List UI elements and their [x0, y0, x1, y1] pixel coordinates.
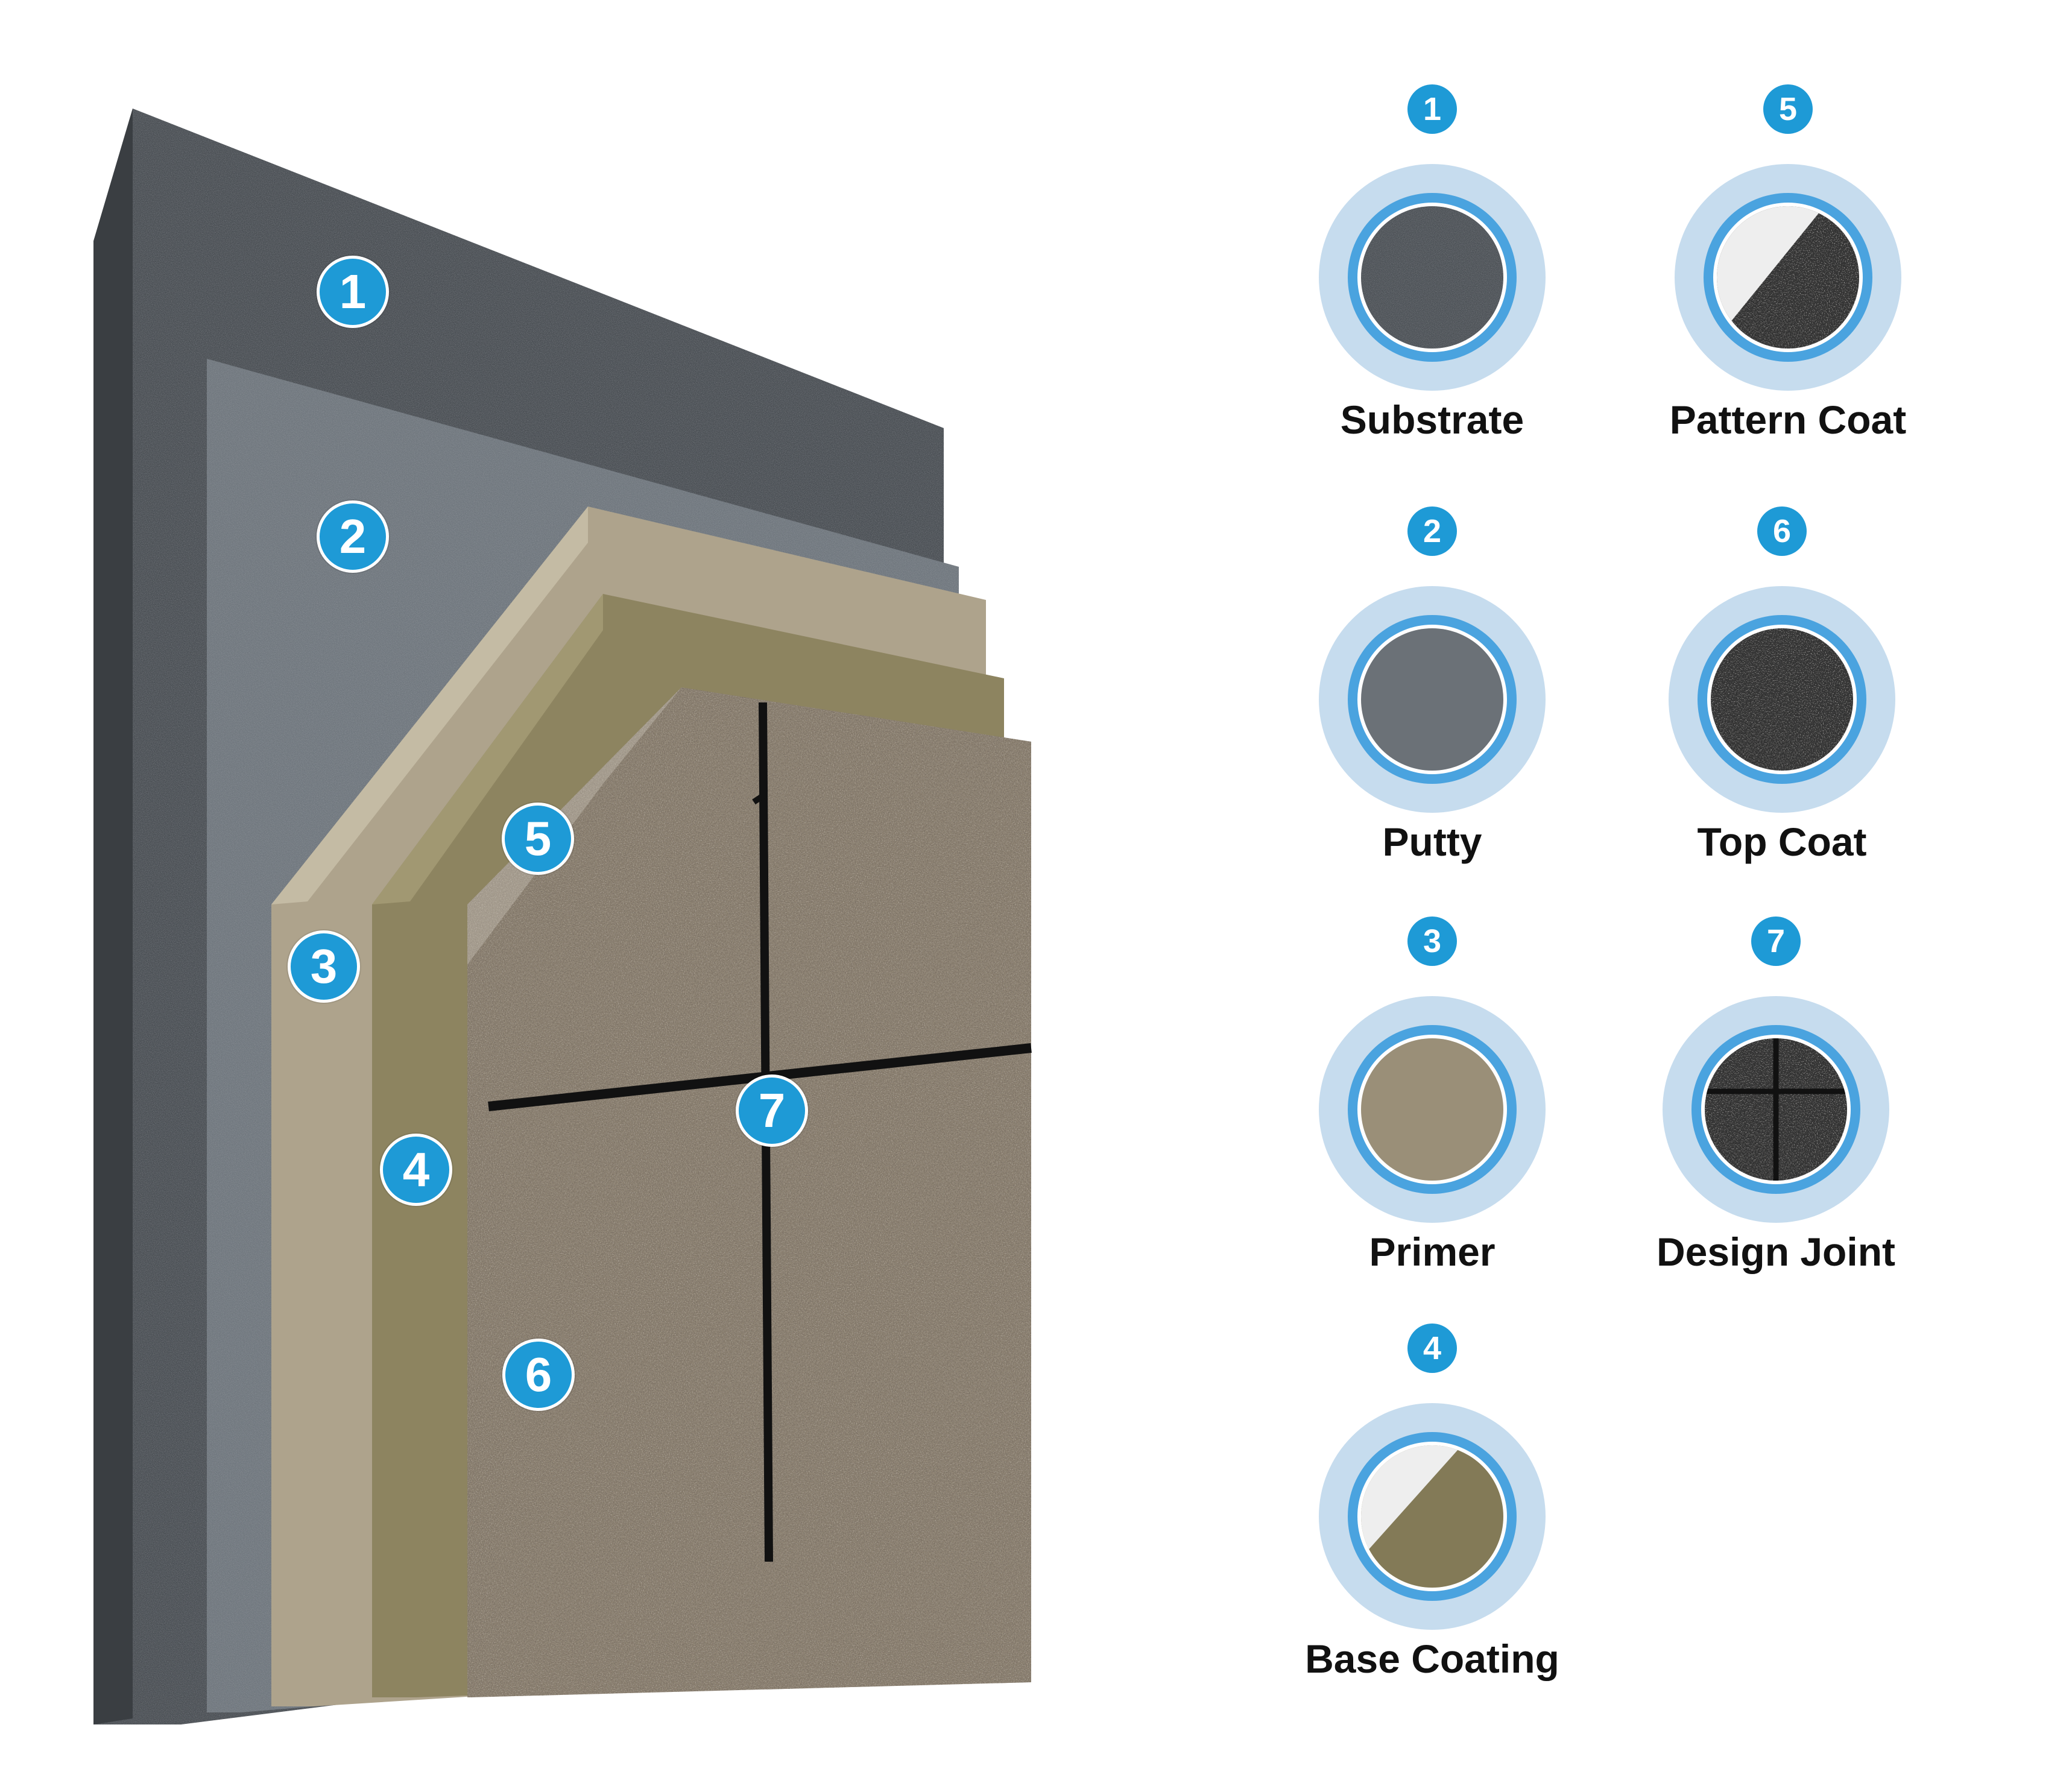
- legend-item-primer: 3 Primer: [1215, 917, 1649, 1290]
- legend-number: 1: [1407, 84, 1457, 134]
- base-coating-swatch-icon: [1319, 1403, 1546, 1630]
- legend-number: 4: [1407, 1324, 1457, 1373]
- legend-label: Primer: [1369, 1229, 1496, 1274]
- legend-item-substrate: 1 Substrate: [1215, 84, 1649, 458]
- legend-label: Substrate: [1340, 397, 1524, 442]
- legend-item-putty: 2 Putty: [1215, 506, 1649, 880]
- legend-label: Pattern Coat: [1669, 397, 1907, 442]
- layer-stone-top-coat: [467, 687, 1031, 1697]
- badge-3-primer: 3: [288, 930, 360, 1003]
- badge-1-substrate: 1: [317, 256, 389, 328]
- legend-item-top-coat: 6 Top Coat: [1565, 506, 1999, 880]
- badge-7-design-joint: 7: [736, 1074, 808, 1147]
- legend-number: 2: [1407, 506, 1457, 556]
- design-joint-swatch-icon: [1663, 996, 1889, 1223]
- putty-swatch-icon: [1319, 586, 1546, 813]
- legend-number: 5: [1763, 84, 1813, 134]
- legend-label: Top Coat: [1697, 819, 1867, 864]
- legend-number: 7: [1751, 917, 1801, 966]
- badge-4-base-coating: 4: [380, 1134, 452, 1206]
- badge-5-pattern-coat: 5: [502, 803, 574, 875]
- legend-item-base-coating: 4 Base Coating: [1215, 1324, 1649, 1697]
- legend-item-design-joint: 7 Design Joint: [1559, 917, 1993, 1290]
- badge-2-putty: 2: [317, 500, 389, 573]
- substrate-swatch-icon: [1319, 164, 1546, 391]
- badge-6-top-coat: 6: [502, 1339, 575, 1411]
- legend-label: Design Joint: [1656, 1229, 1896, 1274]
- pattern-coat-swatch-icon: [1675, 164, 1901, 391]
- wall-cross-section-illustration: [93, 109, 1032, 1724]
- legend-number: 6: [1757, 506, 1807, 556]
- legend-item-pattern-coat: 5 Pattern Coat: [1571, 84, 2005, 458]
- top-coat-swatch-icon: [1669, 586, 1895, 813]
- legend-number: 3: [1407, 917, 1457, 966]
- primer-swatch-icon: [1319, 996, 1546, 1223]
- legend-label: Putty: [1382, 819, 1482, 864]
- legend-label: Base Coating: [1305, 1636, 1559, 1681]
